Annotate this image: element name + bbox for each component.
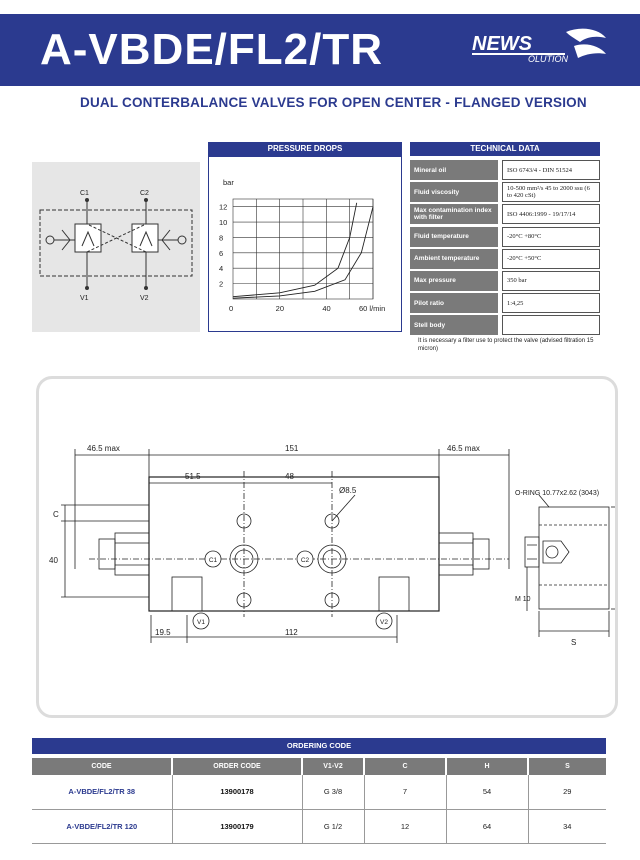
col-header-h: H: [446, 758, 529, 775]
ordering-code-header: ORDERING CODE: [32, 738, 606, 754]
table-row: A-VBDE/FL2/TR 120 13900179 G 1/2 12 64 3…: [32, 809, 606, 844]
cell-c: 7: [364, 775, 447, 810]
technical-data-value: 10-500 mm²/s 45 to 2000 ssu (6 to 420 cS…: [502, 182, 600, 203]
y-tick-label: 2: [219, 280, 223, 289]
logo-text-solution: OLUTION: [528, 54, 569, 64]
dim-40: 40: [49, 556, 58, 565]
x-tick-label: 0: [229, 304, 233, 313]
filter-note: It is necessary a filter use to protect …: [418, 338, 594, 352]
news-solution-logo: NEWS OLUTION: [472, 28, 606, 64]
dim-s: S: [571, 638, 576, 647]
technical-data-label: Fluid viscosity: [410, 182, 498, 203]
pressure-drops-chart: 2 4 6 8 10 12 0 20 40 60 l/min bar: [208, 156, 402, 332]
technical-data-label: Max contamination index with filter: [410, 204, 498, 225]
dim-51-5: 51.5: [185, 472, 201, 481]
table-row: A-VBDE/FL2/TR 38 13900178 G 3/8 7 54 29: [32, 775, 606, 810]
cell-v1v2: G 3/8: [302, 775, 365, 810]
title-banner: [0, 14, 640, 86]
technical-data-label: Max pressure: [410, 270, 498, 291]
technical-data-header: TECHNICAL DATA: [410, 142, 600, 156]
y-tick-label: 4: [219, 264, 223, 273]
pressure-drops-header: PRESSURE DROPS: [208, 142, 402, 156]
dim-c: C: [53, 510, 59, 519]
y-tick-label: 10: [219, 218, 227, 227]
col-header-c: C: [364, 758, 447, 775]
col-header-order-code: ORDER CODE: [172, 758, 303, 775]
dim-19-5: 19.5: [155, 628, 171, 637]
technical-data-row: Stell body: [410, 315, 600, 336]
port-c1-label: C1: [209, 557, 218, 564]
dim-48: 48: [285, 472, 294, 481]
cell-v1v2: G 1/2: [302, 809, 365, 844]
cell-order-code: 13900178: [172, 775, 303, 810]
cell-s: 34: [528, 809, 606, 844]
col-header-s: S: [528, 758, 606, 775]
series-line-0: [232, 202, 358, 298]
cell-code: A-VBDE/FL2/TR 38: [32, 775, 173, 810]
technical-data-label: Mineral oil: [410, 160, 498, 180]
y-unit-label: bar: [223, 178, 234, 187]
logo-text-news: NEWS: [472, 33, 533, 55]
technical-data-row: Fluid temperature-20°C +80°C: [410, 226, 600, 247]
dim-151: 151: [285, 444, 299, 453]
cell-code: A-VBDE/FL2/TR 120: [32, 809, 173, 844]
oring-label: O-RING 10.77x2.62 (3043): [515, 490, 599, 497]
technical-data-value: 1:4,25: [502, 293, 600, 314]
hydraulic-schematic: C1 C2 V1 V2: [32, 162, 200, 332]
x-tick-label: 20: [276, 304, 284, 313]
series-line-1: [232, 206, 374, 299]
dim-112: 112: [285, 628, 298, 637]
col-header-code: CODE: [32, 758, 173, 775]
technical-data-value: [502, 315, 600, 336]
x-tick-label: 60 l/min: [359, 304, 385, 313]
schematic-label-c2: C2: [140, 190, 149, 197]
product-title: A-VBDE/FL2/TR: [40, 25, 383, 74]
dim-46-5-right: 46.5 max: [447, 444, 480, 453]
technical-data-value: -20°C +80°C: [502, 226, 600, 247]
technical-data-row: Ambient temperature-20°C +50°C: [410, 248, 600, 269]
cell-h: 64: [446, 809, 529, 844]
cell-order-code: 13900179: [172, 809, 303, 844]
technical-data-value: -20°C +50°C: [502, 248, 600, 269]
technical-data-label: Fluid temperature: [410, 226, 498, 247]
schematic-label-v2: V2: [140, 295, 149, 302]
schematic-label-c1: C1: [80, 190, 89, 197]
technical-data-label: Ambient temperature: [410, 248, 498, 269]
dim-m10: M 10: [515, 596, 531, 603]
y-tick-label: 12: [219, 203, 227, 212]
technical-data-value: ISO 6743/4 - DIN 51524: [502, 160, 600, 180]
cell-h: 54: [446, 775, 529, 810]
schematic-label-v1: V1: [80, 295, 89, 302]
ordering-code-table: CODE ORDER CODE V1-V2 C H S A-VBDE/FL2/T…: [32, 758, 606, 844]
port-v2-label: V2: [380, 619, 388, 626]
y-tick-label: 6: [219, 249, 223, 258]
x-tick-label: 40: [322, 304, 330, 313]
technical-data-value: 350 bar: [502, 270, 600, 291]
y-tick-label: 8: [219, 233, 223, 242]
dim-hole-diameter: Ø8.5: [339, 486, 357, 495]
cell-s: 29: [528, 775, 606, 810]
subtitle: DUAL CONTERBALANCE VALVES FOR OPEN CENTE…: [80, 95, 587, 110]
technical-data-label: Stell body: [410, 315, 498, 336]
technical-data-value: ISO 4406:1999 - 19/17/14: [502, 204, 600, 225]
dim-46-5-left: 46.5 max: [87, 444, 120, 453]
cell-c: 12: [364, 809, 447, 844]
col-header-v1v2: V1-V2: [302, 758, 365, 775]
technical-data-label: Pilot ratio: [410, 293, 498, 314]
port-c2-label: C2: [301, 557, 310, 564]
port-v1-label: V1: [197, 619, 205, 626]
dimension-drawing: 46.5 max 151 46.5 max 51.5 48 Ø8.5 C 40 …: [36, 376, 631, 718]
